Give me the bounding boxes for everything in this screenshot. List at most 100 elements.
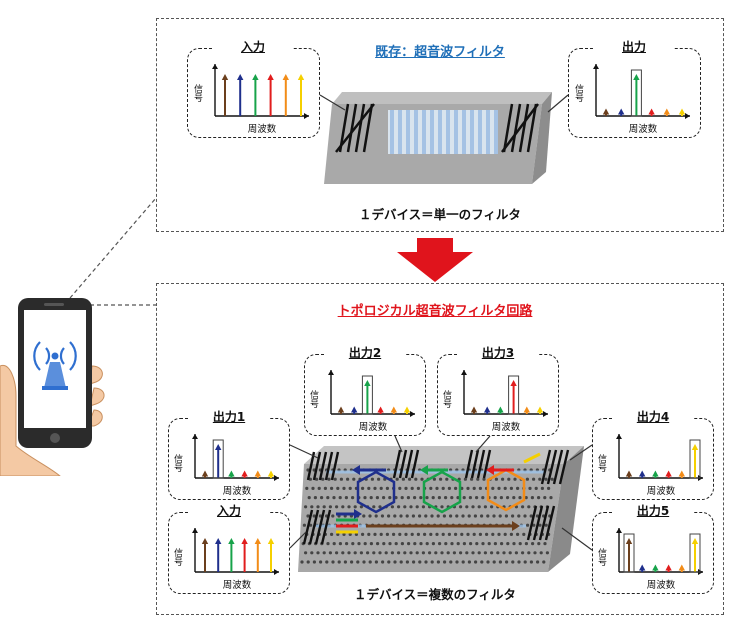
crystal-hole xyxy=(463,477,467,481)
spectrum-peak-red xyxy=(267,74,274,116)
crystal-hole xyxy=(471,505,475,509)
crystal-hole xyxy=(416,486,420,490)
crystal-hole xyxy=(432,477,436,481)
crystal-hole xyxy=(379,532,383,536)
crystal-hole xyxy=(361,486,365,490)
smartphone-icon xyxy=(0,298,105,476)
crystal-hole xyxy=(478,532,482,536)
spectrum-peak-yellow xyxy=(403,406,411,414)
transducer-out5 xyxy=(526,505,556,541)
crystal-hole xyxy=(461,514,465,518)
crystal-hole xyxy=(344,496,348,500)
crystal-hole xyxy=(419,496,423,500)
crystal-hole xyxy=(496,551,500,555)
spectrum-peak-orange xyxy=(282,74,289,116)
crystal-hole xyxy=(550,477,554,481)
topological-filter-caption: １デバイス＝複数のフィルタ xyxy=(354,587,516,602)
crystal-hole xyxy=(428,551,432,555)
crystal-hole xyxy=(347,505,351,509)
crystal-hole xyxy=(497,486,501,490)
top-output-title: 出力 xyxy=(594,40,674,54)
spectrum-peak-navy xyxy=(351,406,358,414)
y-axis-label: 信号 xyxy=(309,389,319,409)
crystal-hole xyxy=(382,542,386,546)
y-axis-label: 信号 xyxy=(173,453,183,473)
spectrum-peak-red xyxy=(241,538,248,572)
crystal-hole xyxy=(549,496,553,500)
crystal-hole xyxy=(445,477,449,481)
crystal-hole xyxy=(535,514,539,518)
x-axis-label: 周波数 xyxy=(223,485,252,497)
x-axis-label: 周波数 xyxy=(492,421,521,433)
crystal-hole xyxy=(501,477,505,481)
spectrum-peak-red xyxy=(648,108,655,116)
crystal-hole xyxy=(400,542,404,546)
spectrum-peak-red xyxy=(241,470,248,478)
x-axis-arrow xyxy=(543,411,548,417)
y-axis-arrow xyxy=(328,370,334,375)
crystal-hole xyxy=(516,486,520,490)
crystal-hole xyxy=(521,505,525,509)
crystal-hole xyxy=(390,505,394,509)
spectrum-peak-yellow xyxy=(691,538,699,572)
crystal-hole xyxy=(459,551,463,555)
top-input-panel xyxy=(187,48,320,138)
y-axis-label: 信号 xyxy=(574,83,584,103)
crystal-hole xyxy=(539,551,543,555)
crystal-hole xyxy=(337,560,341,564)
existing-filter-title: 既存：超音波フィルタ xyxy=(375,45,505,60)
crystal-hole xyxy=(419,542,423,546)
crystal-hole xyxy=(335,551,339,555)
crystal-hole xyxy=(351,542,355,546)
wave-stripe xyxy=(422,110,426,154)
crystal-hole xyxy=(538,477,542,481)
wave-stripe xyxy=(462,110,466,154)
crystal-hole xyxy=(369,496,373,500)
passband-box xyxy=(689,439,701,479)
crystal-hole xyxy=(524,496,528,500)
y-axis-arrow xyxy=(616,528,622,533)
out3-panel xyxy=(437,354,559,436)
crystal-hole xyxy=(393,514,397,518)
spectrum-peak-orange xyxy=(678,564,685,572)
crystal-hole xyxy=(418,514,422,518)
wave-stripe xyxy=(390,110,394,154)
crystal-hole xyxy=(543,542,547,546)
crystal-hole xyxy=(494,477,498,481)
crystal-hole xyxy=(322,551,326,555)
crystal-hole xyxy=(440,505,444,509)
x-axis-label: 周波数 xyxy=(629,123,658,135)
saw-filter-device xyxy=(324,92,552,184)
passband-box xyxy=(689,533,701,573)
crystal-hole xyxy=(353,551,357,555)
crystal-hole xyxy=(442,514,446,518)
crystal-hole xyxy=(450,496,454,500)
crystal-hole xyxy=(454,532,458,536)
crystal-hole xyxy=(430,514,434,518)
crystal-hole xyxy=(485,532,489,536)
right-transducer xyxy=(501,103,539,153)
crystal-hole xyxy=(474,560,478,564)
wave-stripe xyxy=(454,110,458,154)
crystal-hole xyxy=(308,477,312,481)
crystal-hole xyxy=(354,532,358,536)
x-axis-label: 周波数 xyxy=(359,421,388,433)
crystal-hole xyxy=(423,532,427,536)
crystal-hole xyxy=(356,560,360,564)
crystal-hole xyxy=(424,560,428,564)
crystal-hole xyxy=(373,486,377,490)
spectrum-peak-green xyxy=(652,470,659,478)
x-axis-label: 周波数 xyxy=(248,123,277,135)
crystal-hole xyxy=(461,560,465,564)
crystal-hole xyxy=(506,542,510,546)
crystal-hole xyxy=(493,496,497,500)
crystal-hole xyxy=(341,505,345,509)
crystal-hole xyxy=(336,532,340,536)
crystal-hole xyxy=(332,496,336,500)
spectrum-peak-yellow xyxy=(536,406,544,414)
crystal-hole xyxy=(469,542,473,546)
crystal-hole xyxy=(513,477,517,481)
crystal-hole xyxy=(421,505,425,509)
